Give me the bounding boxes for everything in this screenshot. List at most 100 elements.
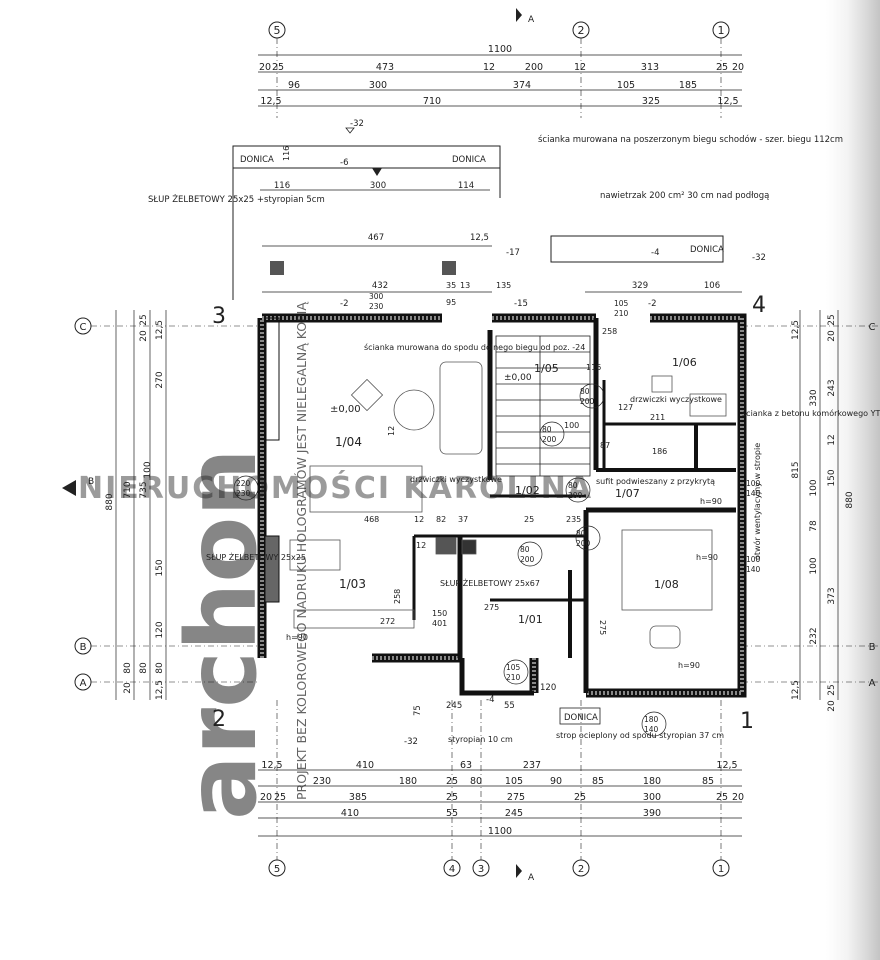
- svg-text:-2: -2: [340, 299, 348, 309]
- svg-text:±0,00: ±0,00: [504, 373, 532, 383]
- svg-text:sufit podwieszany z przykrytą: sufit podwieszany z przykrytą: [596, 477, 715, 486]
- svg-text:300: 300: [370, 181, 386, 191]
- axis-markers-top: 5 2 1 A: [268, 8, 730, 39]
- svg-text:20: 20: [259, 62, 271, 73]
- svg-text:-32: -32: [752, 253, 766, 263]
- svg-text:105: 105: [617, 80, 635, 91]
- svg-text:245: 245: [446, 701, 462, 711]
- svg-text:25: 25: [716, 62, 728, 73]
- svg-text:5: 5: [274, 864, 280, 875]
- svg-text:82: 82: [436, 515, 446, 524]
- watermark-copy-notice: PROJEKT BEZ KOLOROWEGO NADRUKU HOLOGRAMÓ…: [294, 302, 309, 800]
- svg-text:25: 25: [274, 792, 286, 803]
- svg-text:12,5: 12,5: [716, 760, 737, 771]
- svg-text:410: 410: [341, 808, 359, 819]
- svg-text:243: 243: [827, 379, 837, 396]
- svg-text:80: 80: [568, 481, 578, 490]
- room-1-03: 1/03: [339, 577, 366, 591]
- svg-text:473: 473: [376, 62, 394, 73]
- svg-text:186: 186: [652, 447, 667, 456]
- svg-text:100: 100: [564, 421, 579, 430]
- svg-text:-32: -32: [404, 737, 418, 747]
- room-1-01: 1/01: [518, 613, 543, 626]
- svg-text:55: 55: [504, 701, 515, 711]
- watermark-agency: NIERUCHOMOŚCI KAROLINA: [78, 469, 593, 506]
- svg-text:-6: -6: [340, 158, 348, 168]
- section-label-top: A: [528, 15, 535, 25]
- svg-text:85: 85: [702, 776, 714, 787]
- room-1-07: 1/07: [615, 487, 640, 500]
- svg-text:275: 275: [598, 620, 607, 635]
- svg-text:410: 410: [356, 760, 374, 771]
- svg-text:25: 25: [524, 515, 534, 524]
- svg-text:80: 80: [542, 425, 552, 434]
- svg-text:12,5: 12,5: [260, 96, 281, 107]
- watermark-brand: archon: [166, 448, 278, 820]
- svg-text:116: 116: [586, 363, 601, 372]
- svg-text:25: 25: [272, 62, 284, 73]
- planter-2: DONICA: [452, 155, 486, 165]
- svg-text:A: A: [869, 678, 876, 689]
- svg-text:325: 325: [642, 96, 660, 107]
- svg-text:275: 275: [484, 603, 499, 612]
- svg-text:135: 135: [496, 281, 511, 290]
- room-1-06: 1/06: [672, 356, 697, 369]
- svg-text:300: 300: [369, 80, 387, 91]
- svg-text:SŁUP ŻELBETOWY 25x67: SŁUP ŻELBETOWY 25x67: [440, 578, 540, 588]
- svg-text:373: 373: [827, 587, 837, 604]
- svg-text:210: 210: [614, 309, 629, 318]
- svg-text:25: 25: [716, 792, 728, 803]
- svg-text:-2: -2: [648, 299, 656, 309]
- opening-300-230: 300: [369, 292, 384, 301]
- room-1-04: 1/04: [335, 435, 362, 449]
- svg-text:200: 200: [568, 491, 583, 500]
- axis-markers-bottom: 5 4 3 2 1 A: [268, 859, 730, 883]
- note-insulated-ceiling: strop ocieplony od spodu styropian 37 cm: [556, 731, 724, 740]
- left-dimensions: 880 710 735 270 150 120 80 80 80 12,5 25…: [105, 314, 165, 700]
- room-1-05: 1/05: [534, 362, 559, 375]
- corner-1: 1: [740, 709, 754, 734]
- svg-text:12,5: 12,5: [791, 320, 801, 340]
- svg-text:390: 390: [643, 808, 661, 819]
- svg-text:100: 100: [809, 479, 819, 496]
- exterior-walls: [257, 313, 747, 698]
- svg-text:313: 313: [641, 62, 659, 73]
- svg-text:C: C: [869, 322, 876, 333]
- svg-text:87: 87: [600, 441, 610, 450]
- svg-text:100: 100: [746, 479, 761, 488]
- svg-text:20: 20: [827, 700, 837, 712]
- note-vent: nawietrzak 200 cm² 30 cm nad podłogą: [600, 191, 769, 201]
- svg-text:114: 114: [458, 181, 474, 191]
- axis-markers-right: C B A: [742, 310, 880, 700]
- axis-top-1: 1: [718, 24, 725, 37]
- svg-text:258: 258: [602, 327, 617, 336]
- note-wall-lower-flight: ścianka murowana do spodu dolnego biegu …: [364, 342, 585, 352]
- svg-text:330: 330: [809, 389, 819, 406]
- note-wall-stairs: ścianka murowana na poszerzonym biegu sc…: [538, 134, 843, 145]
- svg-text:12: 12: [416, 541, 426, 550]
- svg-text:35: 35: [446, 281, 456, 290]
- watermark-layer: archon PROJEKT BEZ KOLOROWEGO NADRUKU HO…: [78, 302, 593, 820]
- dim-top-total: 1100: [488, 44, 512, 55]
- terrace-top: -32 DONICA DONICA 116 -6 116 300 114 SŁU…: [148, 119, 843, 318]
- planter-3: DONICA: [690, 245, 724, 255]
- svg-text:95: 95: [446, 298, 456, 307]
- svg-text:SŁUP ŻELBETOWY 25x25: SŁUP ŻELBETOWY 25x25: [206, 552, 306, 562]
- svg-text:78: 78: [809, 520, 819, 532]
- svg-text:80: 80: [155, 662, 165, 674]
- svg-text:230: 230: [369, 302, 384, 311]
- svg-text:374: 374: [513, 80, 531, 91]
- svg-text:-4: -4: [486, 695, 494, 705]
- room-labels: 1/04 1/03 1/05 1/02 1/06 1/07 1/08 1/01: [335, 356, 697, 626]
- svg-text:20: 20: [732, 62, 744, 73]
- svg-text:63: 63: [460, 760, 472, 771]
- svg-text:12,5: 12,5: [155, 320, 165, 340]
- svg-text:80: 80: [123, 662, 133, 674]
- column-note-top: SŁUP ŻELBETOWY 25x25 +styropian 5cm: [148, 194, 325, 205]
- axis-markers-left: C B A B: [62, 310, 260, 700]
- svg-text:12,5: 12,5: [470, 233, 489, 243]
- svg-text:h=90: h=90: [286, 633, 308, 642]
- svg-text:1: 1: [718, 864, 724, 875]
- svg-text:105: 105: [614, 299, 629, 308]
